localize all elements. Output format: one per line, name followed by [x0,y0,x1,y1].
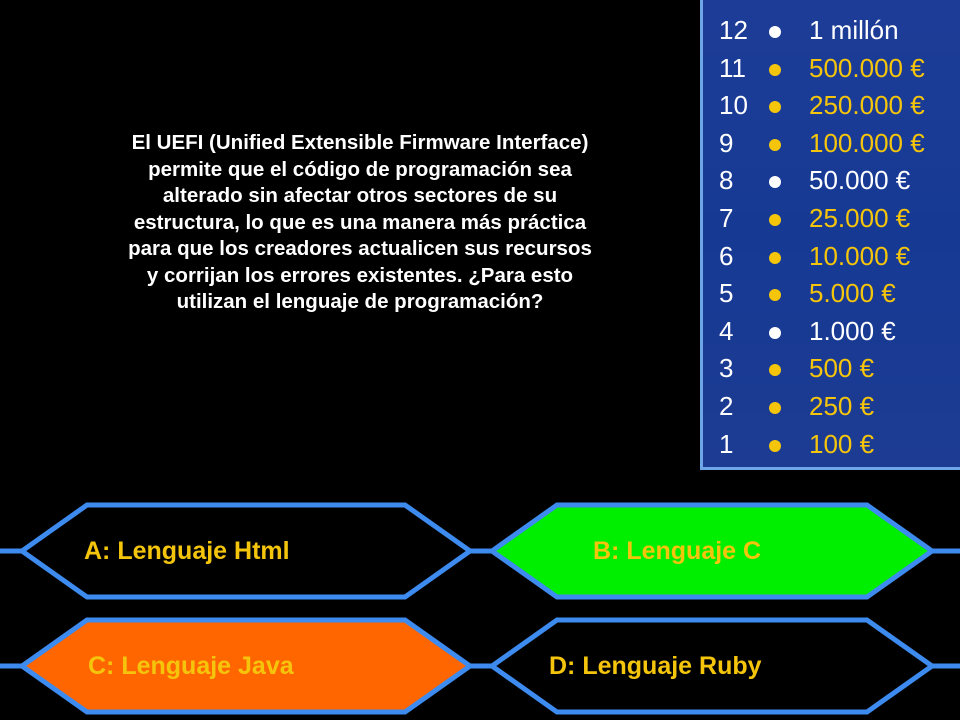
prize-dot-icon [769,326,781,339]
prize-dot-icon [769,402,781,414]
prize-rung-11: 11 500.000 € [703,50,960,86]
prize-level-number: 1 [719,428,734,459]
question-line: estructura, lo que es una manera más prá… [133,210,587,234]
prize-rung-3: 3 500 € [703,350,960,386]
question-line: utilizan el lenguaje de programación? [176,290,544,313]
prize-level-number: 7 [719,203,734,233]
answer-d-label: D: Lenguaje Ruby [549,652,762,680]
prize-dot-icon [769,26,781,38]
answer-a-button[interactable] [17,502,475,600]
prize-rung-8: 8 50.000 € [703,162,960,198]
question-line: El UEFI (Unified Extensible Firmware Int… [131,131,589,154]
prize-amount: 100.000 € [809,127,925,158]
prize-dot-icon [769,439,781,452]
prize-amount: 1 millón [809,15,899,45]
prize-rung-4: 4 1.000 € [703,313,960,349]
prize-amount: 25.000 € [809,203,911,233]
prize-amount: 100 € [809,428,875,459]
prize-level-number: 12 [719,15,748,45]
prize-dot-icon [769,176,781,189]
answer-c-label: C: Lenguaje Java [88,652,294,680]
prize-dot-icon [769,138,781,151]
prize-amount: 500 € [809,353,875,384]
prize-level-number: 5 [719,278,734,309]
prize-dot-icon [769,251,781,264]
prize-amount: 500.000 € [809,52,925,83]
question-line: permite que el código de programación se… [148,157,572,181]
prize-rung-9: 9 100.000 € [703,125,960,161]
prize-rung-2: 2 250 € [703,388,960,424]
answer-d-button[interactable] [487,617,937,715]
prize-level-number: 2 [719,391,734,421]
prize-level-number: 6 [719,240,734,271]
answer-c-button[interactable] [17,617,475,715]
prize-amount: 50.000 € [809,165,911,196]
prize-amount: 250.000 € [809,90,925,121]
prize-level-number: 10 [719,90,748,121]
prize-level-number: 4 [719,315,734,346]
prize-rung-1: 1 100 € [703,426,960,462]
prize-level-number: 9 [719,127,734,158]
prize-level-number: 3 [719,353,734,384]
prize-dot-icon [769,289,781,302]
prize-rung-10: 10 250.000 € [703,87,960,123]
prize-rung-12: 12 1 millón [703,12,960,48]
prize-level-number: 11 [719,52,746,83]
prize-amount: 10.000 € [809,240,911,271]
prize-rung-6: 6 10.000 € [703,238,960,274]
prize-amount: 250 € [809,391,875,421]
question-line: alterado sin afectar otros sectores de s… [162,184,558,207]
question-line: para que los creadores actualicen sus re… [128,237,592,260]
prize-rung-5: 5 5.000 € [703,275,960,311]
prize-amount: 5.000 € [809,278,896,309]
question-line: y corrijan los errores existentes. ¿Para… [146,263,574,287]
prize-dot-icon [769,101,781,114]
answer-a-label: A: Lenguaje Html [84,537,290,565]
prize-level-number: 8 [719,165,734,196]
prize-amount: 1.000 € [809,315,896,346]
prize-dot-icon [769,364,781,377]
question-panel: El UEFI (Unified Extensible Firmware Int… [45,130,675,316]
prize-dot-icon [769,214,781,226]
prize-rung-7: 7 25.000 € [703,200,960,236]
answer-b-label: B: Lenguaje C [593,537,762,565]
answer-b-button[interactable] [487,502,937,600]
prize-dot-icon [769,63,781,76]
